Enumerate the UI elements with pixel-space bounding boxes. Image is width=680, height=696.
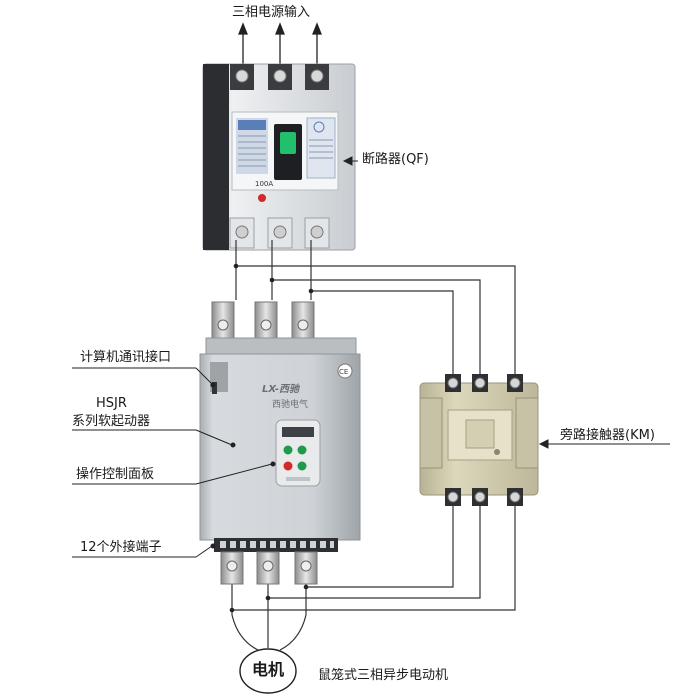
starter-brand-cn: 西驰电气 bbox=[272, 398, 308, 410]
label-motor-desc: 鼠笼式三相异步电动机 bbox=[318, 668, 449, 683]
label-power-input: 三相电源输入 bbox=[232, 5, 311, 20]
red-button-1 bbox=[283, 461, 293, 471]
label-terminals: 12个外接端子 bbox=[80, 540, 162, 555]
bypass-contactor bbox=[419, 374, 539, 506]
motor-circle bbox=[239, 648, 297, 694]
breaker-handle bbox=[280, 132, 296, 154]
comm-port bbox=[212, 382, 217, 394]
breaker-test-button bbox=[258, 194, 266, 202]
wire-junctions bbox=[229, 263, 314, 613]
label-control-panel: 操作控制面板 bbox=[76, 467, 155, 482]
breaker-rating: 100A bbox=[255, 180, 273, 188]
power-input-arrows bbox=[238, 22, 322, 72]
green-button-1 bbox=[283, 445, 293, 455]
control-panel-display bbox=[282, 427, 314, 437]
wiring bbox=[231, 240, 516, 651]
starter-brand: LX-西驰 bbox=[262, 383, 301, 395]
green-button-2 bbox=[297, 445, 307, 455]
ce-mark-icon bbox=[337, 363, 353, 379]
motor bbox=[239, 648, 297, 694]
callout-lines bbox=[72, 156, 670, 558]
green-button-3 bbox=[297, 461, 307, 471]
label-comm-port: 计算机通讯接口 bbox=[80, 350, 172, 365]
soft-starter: LX-西驰 西驰电气 CE bbox=[199, 301, 361, 585]
ce-mark-text: CE bbox=[339, 368, 348, 376]
circuit-breaker: 100A bbox=[202, 63, 356, 251]
label-soft-starter: 系列软起动器 bbox=[72, 414, 151, 429]
label-breaker: 断路器(QF) bbox=[362, 152, 429, 167]
label-motor: 电机 bbox=[252, 660, 285, 679]
label-model: HSJR bbox=[96, 396, 127, 411]
label-bypass-contactor: 旁路接触器(KM) bbox=[560, 428, 655, 443]
